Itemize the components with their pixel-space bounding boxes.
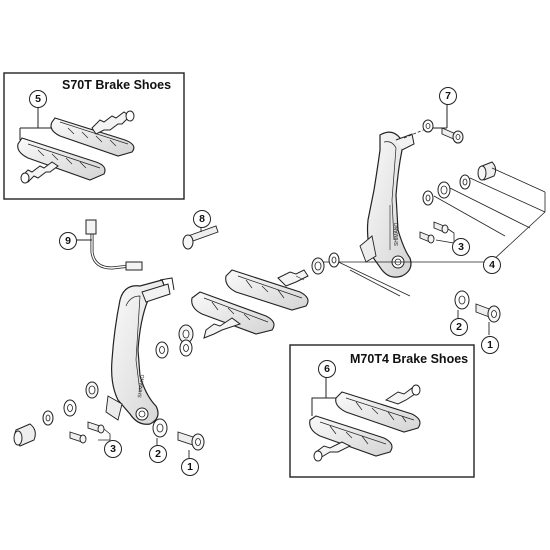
m70t4-shoe-lower — [309, 415, 393, 462]
part-7-bolt — [441, 127, 464, 144]
left-brake-arm: SHIMANO — [105, 277, 175, 425]
part-7-washer — [422, 119, 434, 133]
callout-1-right: 1 — [481, 336, 499, 354]
noodle-cable-guide — [85, 219, 143, 271]
center-spacers — [155, 324, 194, 359]
s70t-box-title: S70T Brake Shoes — [62, 78, 172, 92]
callout-9: 9 — [59, 232, 77, 250]
part-8-cable-fixing-bolt — [182, 225, 219, 250]
s70t-shoe-lower — [17, 137, 106, 184]
part-3-screws-right — [419, 221, 455, 244]
callout-2-left: 2 — [149, 445, 167, 463]
part-4-spacers — [311, 252, 340, 275]
m70t4-shoe-upper — [335, 384, 421, 433]
part-1-bolt-left — [177, 431, 205, 458]
right-arm-brand: SHIMANO — [394, 223, 400, 246]
part-2-washer-left — [152, 418, 168, 446]
callout-7: 7 — [439, 87, 457, 105]
leader-4-lines — [320, 167, 546, 297]
part-2-washer-right — [454, 290, 470, 320]
left-arm-brand: SHIMANO — [137, 374, 146, 398]
center-shoe-lower — [191, 291, 275, 339]
part-4-stack — [422, 161, 497, 206]
callout-5: 5 — [29, 90, 47, 108]
part-3-screws-left — [69, 421, 111, 444]
callout-6: 6 — [318, 360, 336, 378]
part-1-bolt-right — [475, 303, 501, 335]
center-shoe-upper — [225, 269, 309, 311]
callout-4: 4 — [483, 256, 501, 274]
s70t-shoe-upper — [50, 110, 135, 157]
m70t4-box-title: M70T4 Brake Shoes — [350, 352, 469, 366]
left-stack — [13, 381, 99, 447]
callout-3-right: 3 — [452, 238, 470, 256]
callout-8: 8 — [193, 210, 211, 228]
callout-1-left: 1 — [181, 458, 199, 476]
callout-3-left: 3 — [104, 440, 122, 458]
callout-2-right: 2 — [450, 318, 468, 336]
right-brake-arm: SHIMANO — [359, 131, 415, 278]
